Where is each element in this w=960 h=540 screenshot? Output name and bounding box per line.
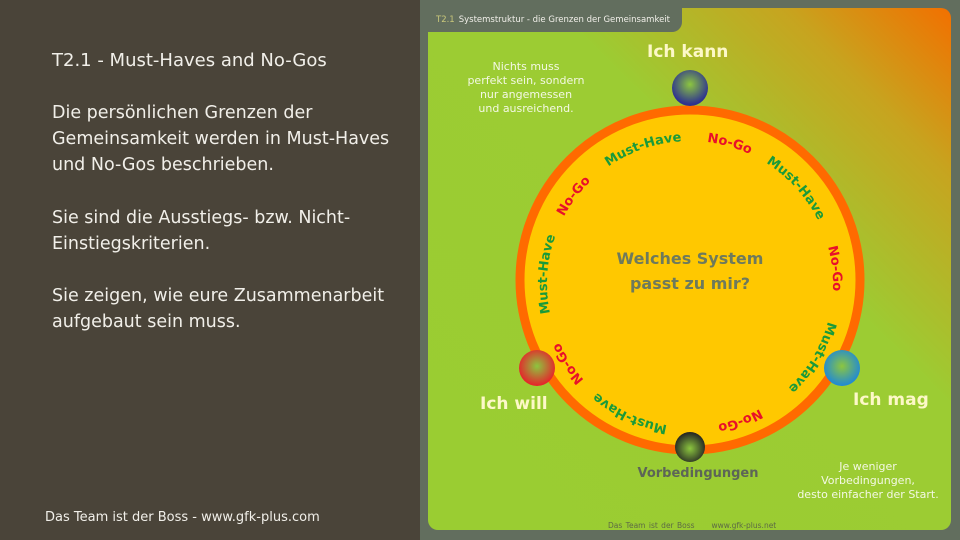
center-question: passt zu mir? <box>630 274 750 293</box>
tab-number: T2.1 <box>436 15 455 25</box>
note-line: perfekt sein, sondern <box>467 74 585 87</box>
note-line: Nichts muss <box>492 60 560 73</box>
note-line: desto einfacher der Start. <box>797 488 939 501</box>
vorbedingungen-ball <box>675 432 705 462</box>
slide-title: T2.1 - Must-Haves and No-Gos <box>52 50 327 71</box>
label-ich-kann: Ich kann <box>647 42 729 62</box>
ich-will-ball <box>519 350 555 386</box>
system-circle: Must-Have No-Go Must-Have No-Go Must-Hav… <box>515 70 865 462</box>
paragraph: Sie zeigen, wie eure Zusammenarbeit aufg… <box>52 286 385 332</box>
tab-title: Systemstruktur - die Grenzen der Gemeins… <box>458 15 671 25</box>
note-line: Vorbedingungen, <box>821 474 915 487</box>
label-ich-mag: Ich mag <box>853 390 929 410</box>
note-line: Je weniger <box>839 460 897 473</box>
text-panel: T2.1 - Must-Haves and No-Gos Die persönl… <box>0 0 420 540</box>
label-ich-will: Ich will <box>480 394 548 414</box>
paragraph: Sie sind die Ausstiegs- bzw. Nicht-Einst… <box>52 208 351 254</box>
note-line: nur angemessen <box>479 88 573 101</box>
note-line: und ausreichend. <box>478 102 574 115</box>
ich-kann-ball <box>672 70 708 106</box>
panel-footer-right: www.gfk-plus.net <box>711 521 777 530</box>
ich-mag-ball <box>824 350 860 386</box>
center-question: Welches System <box>617 249 764 268</box>
footer: Das Team ist der Boss - www.gfk-plus.com <box>45 510 320 525</box>
ring-label-no-go: No-Go <box>824 244 844 291</box>
panel-footer-left: Das Team ist der Boss <box>608 521 695 530</box>
paragraph: Die persönlichen Grenzen der Gemeinsamke… <box>52 103 390 175</box>
label-vorbedingungen: Vorbedingungen <box>637 466 759 481</box>
panel-footer: Das Team ist der Boss www.gfk-plus.net <box>608 521 776 530</box>
